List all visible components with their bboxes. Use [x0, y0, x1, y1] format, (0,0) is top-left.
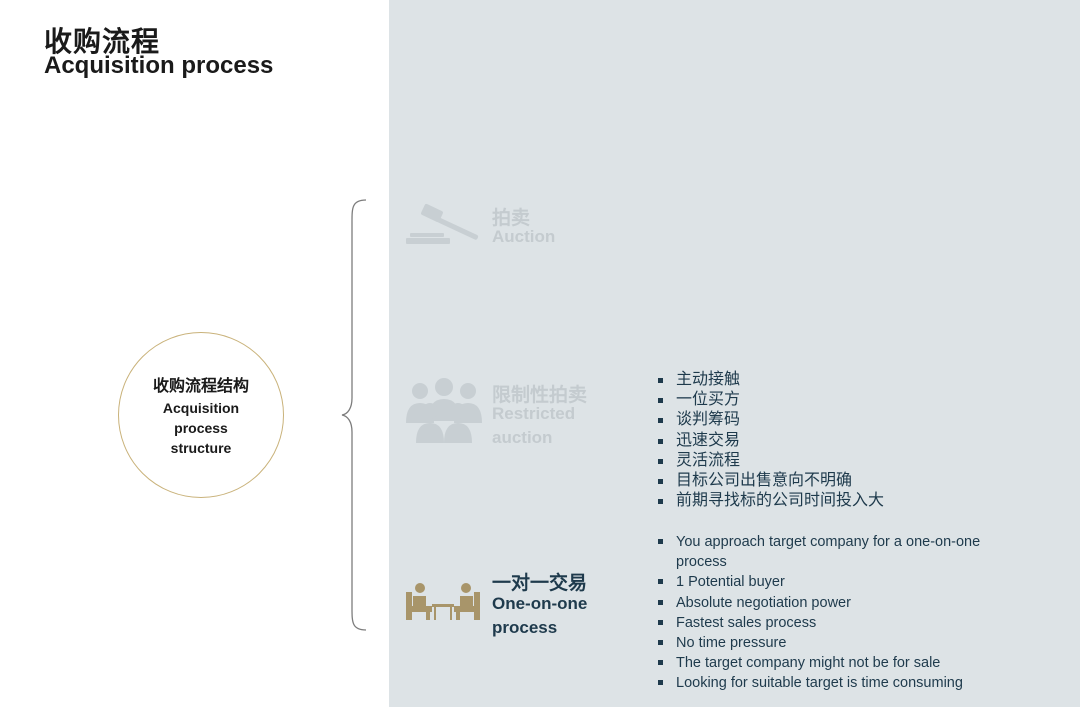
detail-list-zh: 主动接触 一位买方 谈判筹码 迅速交易 灵活流程 目标公司出售意向不明确 前期寻… — [656, 370, 1056, 511]
category-one-on-one-en: One-on-one process — [492, 594, 588, 637]
gavel-icon — [406, 203, 479, 244]
category-restricted-zh: 限制性拍卖 — [492, 385, 588, 406]
list-item: Absolute negotiation power — [656, 593, 1006, 613]
curly-brace — [341, 199, 367, 631]
structure-label-en: Acquisition process structure — [162, 400, 240, 456]
list-item: 前期寻找标的公司时间投入大 — [656, 491, 1056, 511]
group-icon — [406, 378, 482, 443]
list-item: The target company might not be for sale — [656, 653, 1006, 673]
list-item: Looking for suitable target is time cons… — [656, 673, 1006, 693]
category-auction-en: Auction — [492, 227, 556, 246]
list-item: 主动接触 — [656, 370, 1056, 390]
category-one-on-one-zh: 一对一交易 — [492, 573, 588, 594]
list-item: 1 Potential buyer — [656, 572, 1006, 592]
list-item: 谈判筹码 — [656, 410, 1056, 430]
category-auction-zh: 拍卖 — [492, 208, 531, 229]
list-item: Fastest sales process — [656, 613, 1006, 633]
list-item: 一位买方 — [656, 390, 1056, 410]
list-item: 灵活流程 — [656, 451, 1056, 471]
right-panel — [389, 0, 1080, 707]
list-item: You approach target company for a one-on… — [656, 532, 1006, 572]
meeting-icon — [406, 583, 480, 620]
page-title-zh: 收购流程 — [44, 26, 161, 57]
list-item: 迅速交易 — [656, 431, 1056, 451]
detail-list-en: You approach target company for a one-on… — [656, 532, 1006, 694]
list-item: No time pressure — [656, 633, 1006, 653]
structure-circle: 收购流程结构 Acquisition process structure — [118, 332, 284, 498]
page-title-en: Acquisition process — [44, 52, 274, 79]
list-item: 目标公司出售意向不明确 — [656, 471, 1056, 491]
category-restricted-en: Restricted auction — [492, 404, 576, 447]
structure-label-zh: 收购流程结构 — [152, 378, 249, 395]
